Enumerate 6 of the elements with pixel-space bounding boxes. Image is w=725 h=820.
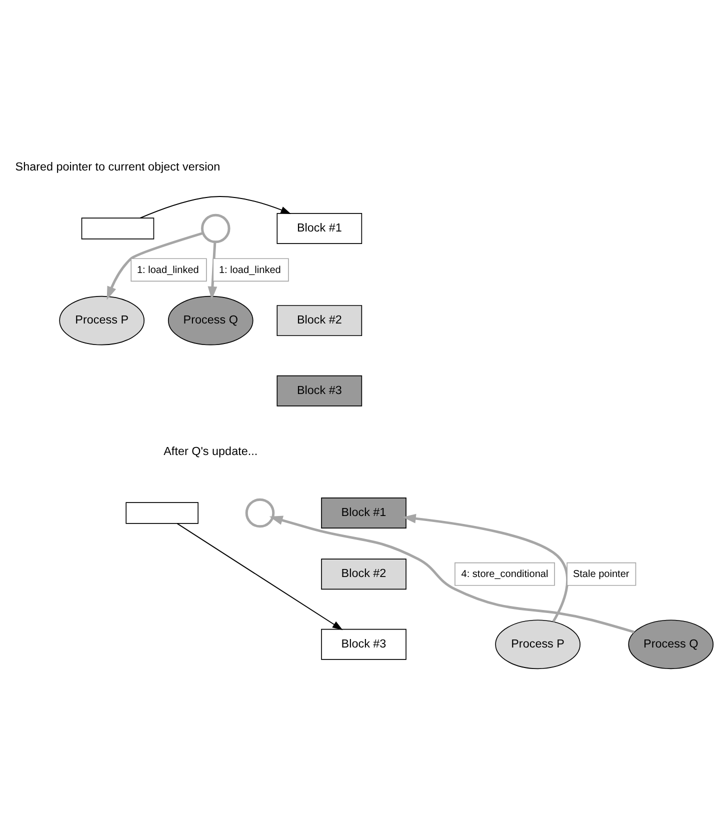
edge-label: Stale pointer (572, 568, 630, 580)
edge-label: 4: store_conditional (461, 568, 548, 580)
label: After Q's update... (164, 444, 258, 458)
edge-label: 1: load_linked (218, 264, 281, 276)
node-label: Shared pointer to current object version (15, 160, 220, 174)
edge-label: 1: load_linked (136, 264, 199, 276)
